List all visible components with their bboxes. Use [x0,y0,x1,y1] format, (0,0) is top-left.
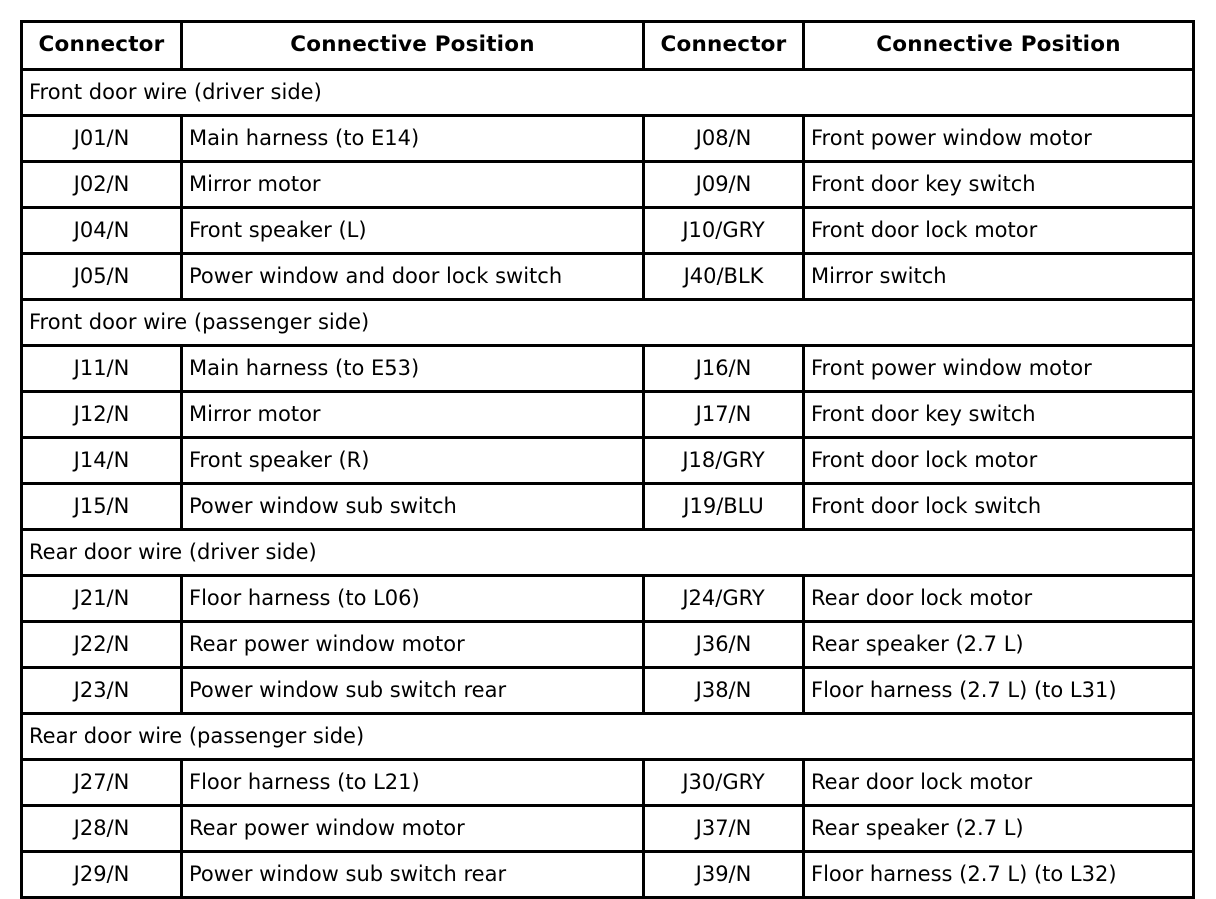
table-header: Connector Connective Position Connector … [20,20,1195,71]
position-cell-right: Mirror switch [802,252,1195,301]
position-cell-right: Front door key switch [802,160,1195,209]
connector-reference-table: Connector Connective Position Connector … [20,20,1195,899]
position-cell-right: Rear door lock motor [802,758,1195,807]
position-cell-right: Front door lock motor [802,436,1195,485]
connector-cell-left: J23/N [20,666,183,715]
connector-cell-right: J10/GRY [642,206,805,255]
position-cell-right: Rear speaker (2.7 L) [802,804,1195,853]
position-cell-left: Power window sub switch rear [180,666,645,715]
header-connective-position-right: Connective Position [802,20,1195,71]
section-title: Front door wire (driver side) [20,68,1195,117]
connector-cell-left: J28/N [20,804,183,853]
position-cell-left: Front speaker (R) [180,436,645,485]
header-connective-position-left: Connective Position [180,20,645,71]
connector-cell-left: J05/N [20,252,183,301]
connector-cell-right: J09/N [642,160,805,209]
position-cell-right: Floor harness (2.7 L) (to L31) [802,666,1195,715]
section-title: Rear door wire (driver side) [20,528,1195,577]
connector-cell-left: J27/N [20,758,183,807]
position-cell-right: Rear speaker (2.7 L) [802,620,1195,669]
connector-cell-left: J11/N [20,344,183,393]
connector-cell-right: J36/N [642,620,805,669]
connector-cell-right: J39/N [642,850,805,899]
position-cell-right: Floor harness (2.7 L) (to L32) [802,850,1195,899]
section-header-row: Front door wire (driver side) [20,68,1195,117]
connector-cell-left: J22/N [20,620,183,669]
connector-cell-right: J19/BLU [642,482,805,531]
header-connector-left: Connector [20,20,183,71]
section-header-row: Front door wire (passenger side) [20,298,1195,347]
position-cell-left: Main harness (to E14) [180,114,645,163]
connector-cell-right: J24/GRY [642,574,805,623]
position-cell-left: Power window sub switch [180,482,645,531]
position-cell-right: Front door lock motor [802,206,1195,255]
position-cell-left: Mirror motor [180,160,645,209]
section-header-row: Rear door wire (passenger side) [20,712,1195,761]
position-cell-left: Power window sub switch rear [180,850,645,899]
connector-cell-right: J08/N [642,114,805,163]
position-cell-left: Mirror motor [180,390,645,439]
header-connector-right: Connector [642,20,805,71]
connector-cell-left: J21/N [20,574,183,623]
position-cell-right: Front door lock switch [802,482,1195,531]
connector-cell-left: J14/N [20,436,183,485]
position-cell-left: Power window and door lock switch [180,252,645,301]
position-cell-right: Front door key switch [802,390,1195,439]
position-cell-left: Front speaker (L) [180,206,645,255]
connector-cell-right: J17/N [642,390,805,439]
connector-cell-right: J30/GRY [642,758,805,807]
connector-cell-left: J02/N [20,160,183,209]
header-row: Connector Connective Position Connector … [20,20,1195,71]
connector-cell-left: J15/N [20,482,183,531]
position-cell-left: Floor harness (to L21) [180,758,645,807]
connector-cell-right: J18/GRY [642,436,805,485]
position-cell-left: Main harness (to E53) [180,344,645,393]
connector-cell-left: J12/N [20,390,183,439]
position-cell-right: Front power window motor [802,114,1195,163]
connector-table-container: Connector Connective Position Connector … [20,20,1195,899]
position-cell-right: Front power window motor [802,344,1195,393]
connector-cell-left: J01/N [20,114,183,163]
connector-cell-right: J16/N [642,344,805,393]
connector-cell-right: J37/N [642,804,805,853]
section-title: Rear door wire (passenger side) [20,712,1195,761]
connector-cell-right: J40/BLK [642,252,805,301]
connector-cell-right: J38/N [642,666,805,715]
position-cell-left: Floor harness (to L06) [180,574,645,623]
position-cell-right: Rear door lock motor [802,574,1195,623]
connector-cell-left: J29/N [20,850,183,899]
connector-cell-left: J04/N [20,206,183,255]
section-header-row: Rear door wire (driver side) [20,528,1195,577]
position-cell-left: Rear power window motor [180,620,645,669]
section-title: Front door wire (passenger side) [20,298,1195,347]
position-cell-left: Rear power window motor [180,804,645,853]
